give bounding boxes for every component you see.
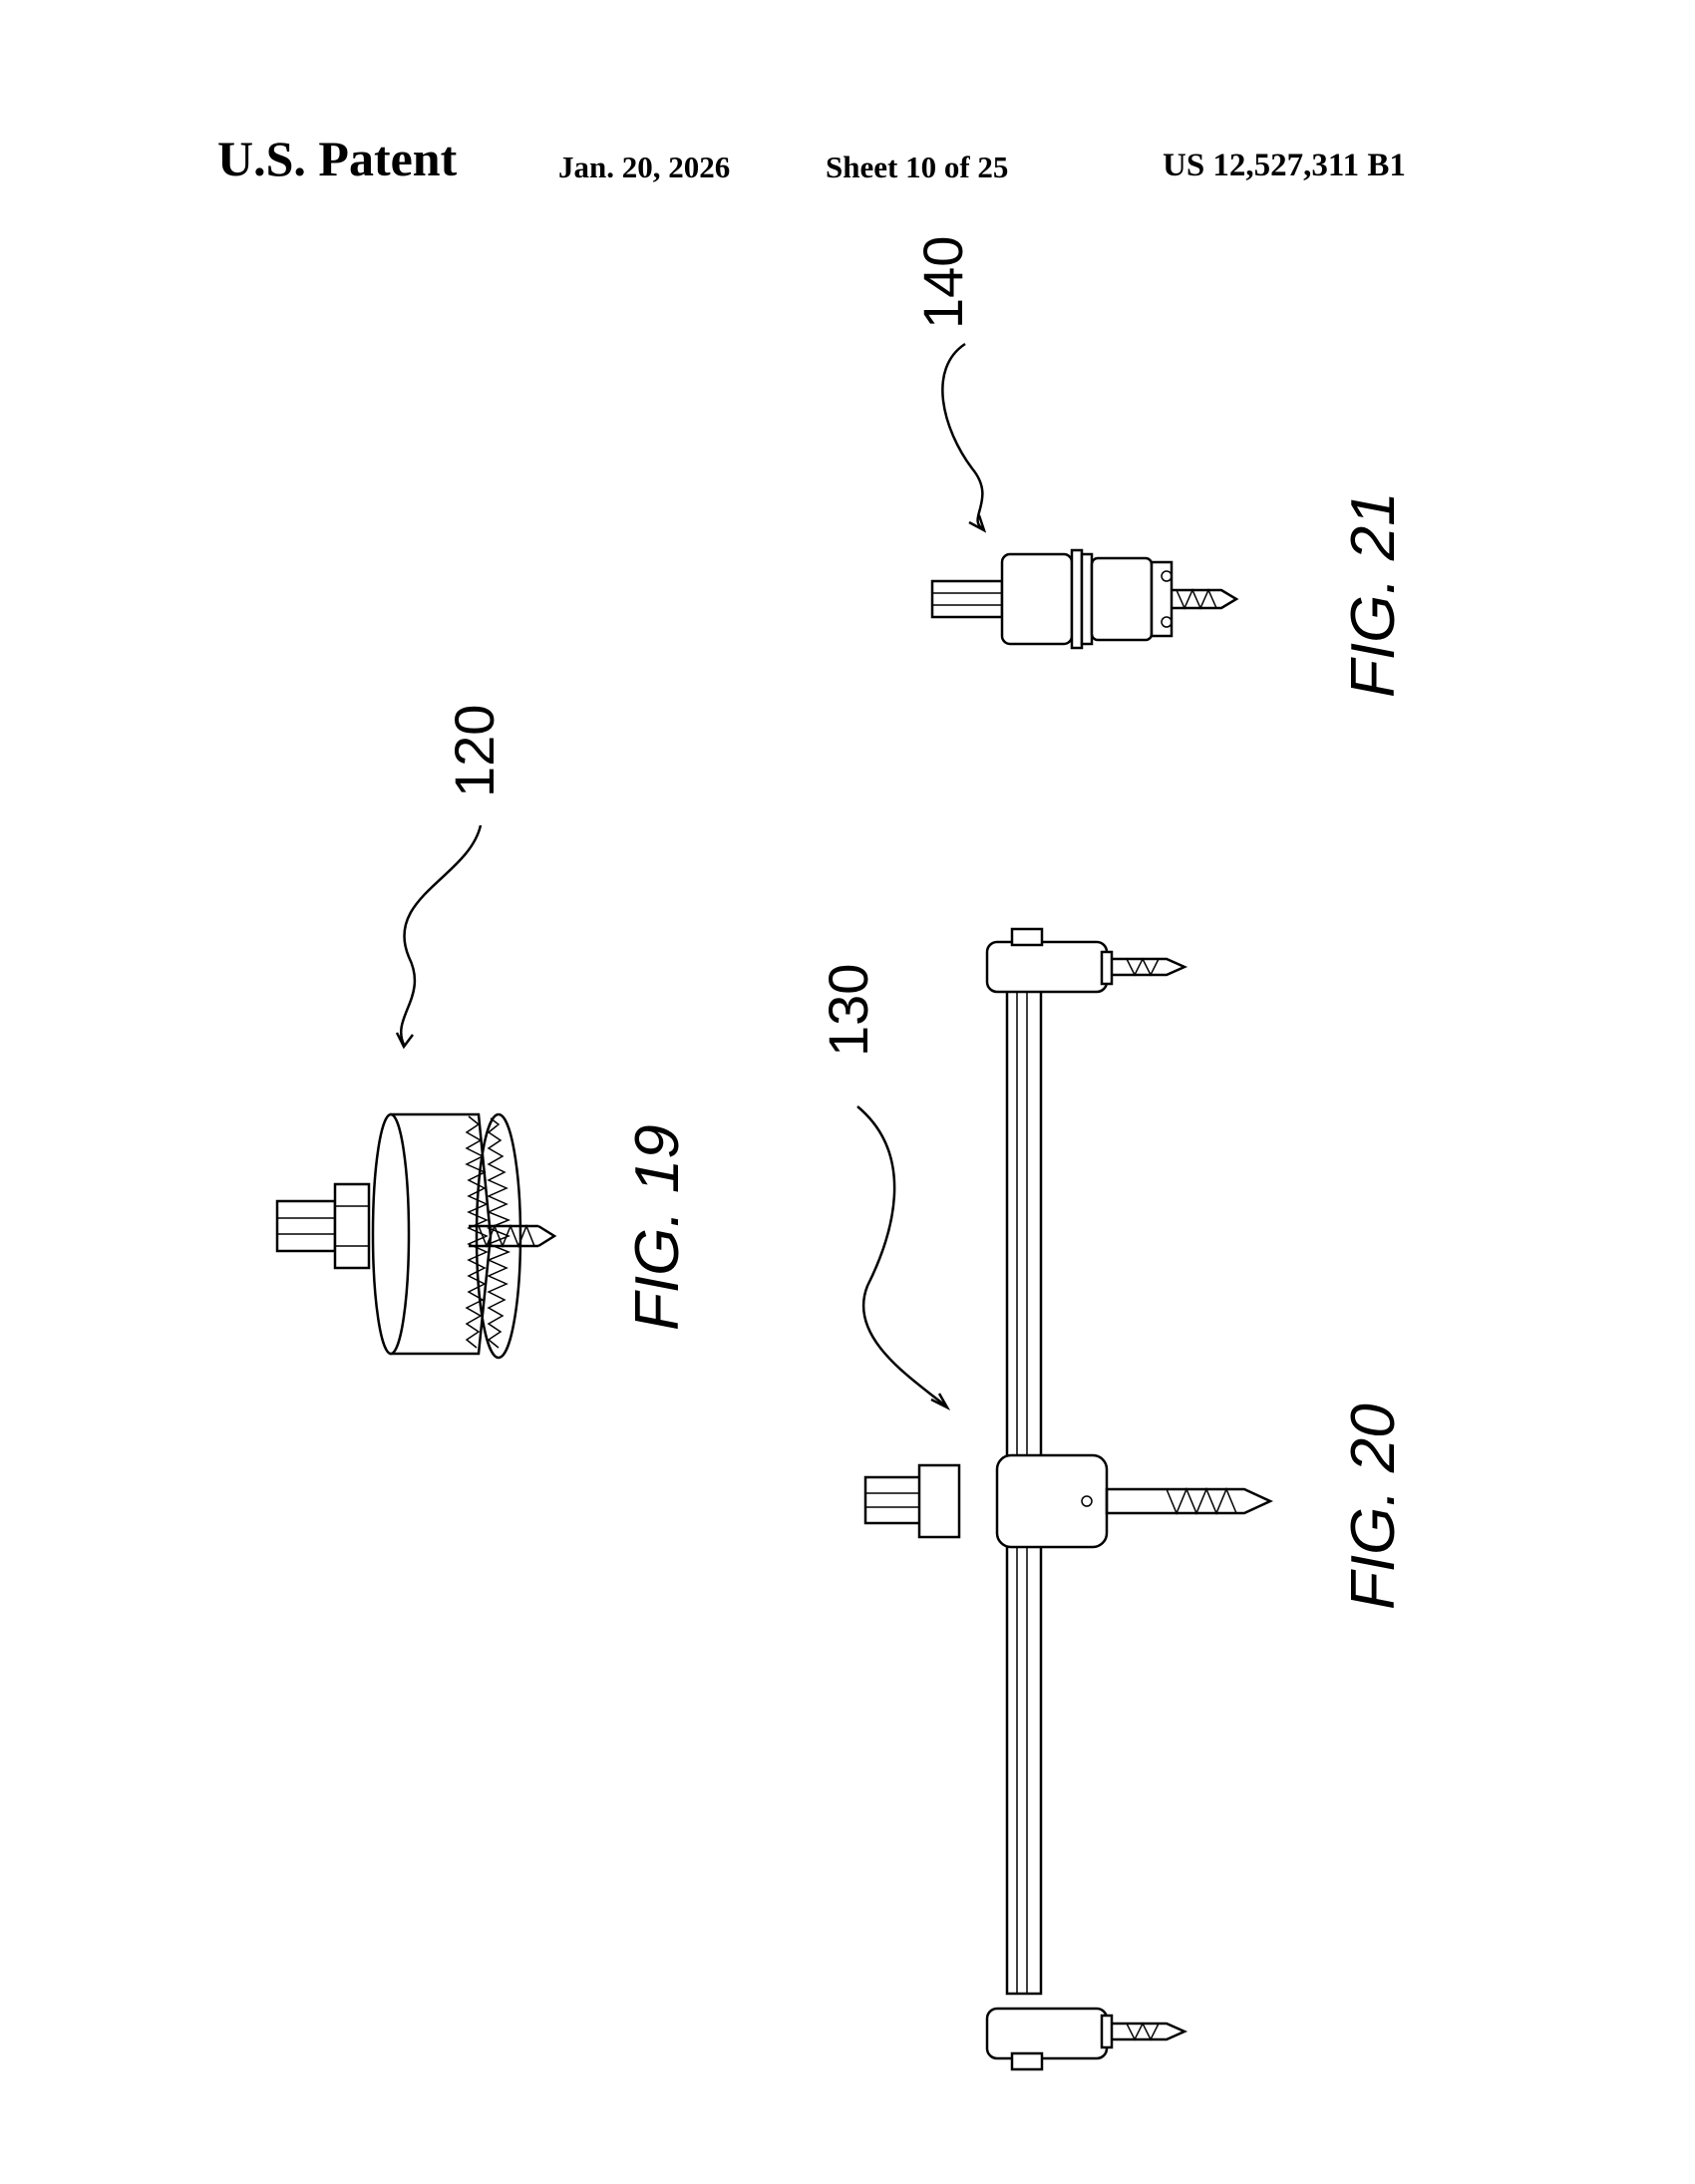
fig-21-annular-cutter-drawing — [930, 342, 1239, 650]
fig-19-reference-number: 120 — [443, 705, 506, 797]
fig-19-hole-saw-drawing — [275, 824, 557, 1360]
fig-19-label: FIG. 19 — [623, 1124, 692, 1331]
patent-date: Jan. 20, 2026 — [558, 150, 731, 184]
fig-21-reference-number: 140 — [911, 236, 974, 329]
fig-20-circle-cutter-drawing — [856, 927, 1273, 2071]
fig-20-label: FIG. 20 — [1339, 1404, 1408, 1610]
patent-header: U.S. Patent Jan. 20, 2026 Sheet 10 of 25… — [0, 130, 1695, 189]
fig-21-label: FIG. 21 — [1339, 491, 1408, 698]
patent-title: U.S. Patent — [217, 131, 458, 186]
sheet-number: Sheet 10 of 25 — [826, 150, 1009, 184]
patent-number: US 12,527,311 B1 — [1163, 148, 1406, 183]
fig-20-reference-number: 130 — [817, 964, 879, 1057]
